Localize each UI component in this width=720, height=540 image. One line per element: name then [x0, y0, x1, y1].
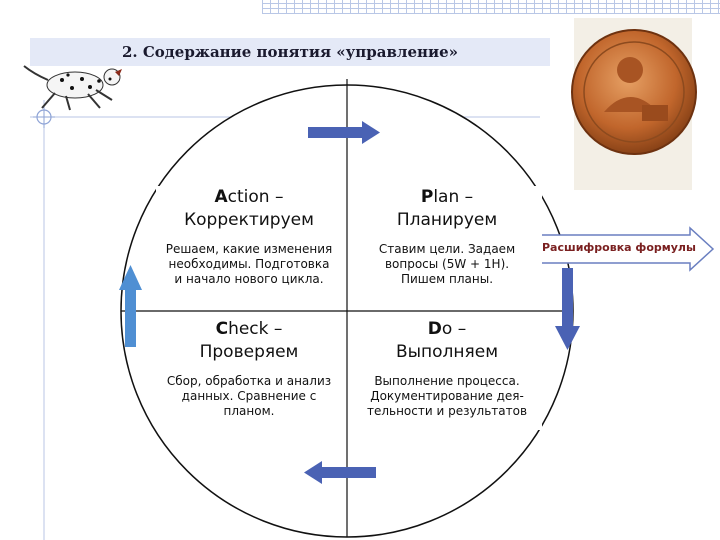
quadrant-letter: D: [427, 319, 442, 339]
quadrant-subtitle: Выполняем: [395, 342, 499, 362]
description-line: планом.: [223, 404, 275, 418]
arrow-up-icon: [119, 265, 142, 347]
deming-medal-icon: [571, 18, 697, 190]
quadrant-description: Сбор, обработка и анализ данных. Сравнен…: [156, 374, 342, 419]
quadrant-title: Check –: [156, 318, 342, 341]
top-grid-decoration: [262, 0, 720, 14]
quadrant-description: Ставим цели. Задаем вопросы (5W + 1H). П…: [352, 242, 542, 287]
running-dalmatian-icon: [23, 65, 122, 111]
crosshair-marker-icon: [33, 106, 55, 128]
arrow-right-icon: [308, 121, 380, 144]
quadrant-title: Action –: [156, 186, 342, 209]
quadrant-title-rest: heck –: [228, 319, 283, 339]
quadrant-subtitle: Планируем: [396, 210, 498, 230]
quadrant-description: Выполнение процесса. Документирование де…: [352, 374, 542, 419]
quadrant-plan: Plan – Планируем Ставим цели. Задаем воп…: [352, 186, 542, 300]
quadrant-title-rest: ction –: [227, 187, 284, 207]
quadrant-title-rest: lan –: [433, 187, 474, 207]
quadrant-title: Do –: [352, 318, 542, 341]
formula-link-arrow: [537, 226, 715, 272]
description-line: и начало нового цикла.: [174, 272, 324, 286]
quadrant-title-rest: o –: [441, 319, 467, 339]
arrow-down-icon: [555, 268, 580, 350]
description-line: необходимы. Подготовка: [168, 257, 330, 271]
description-line: данных. Сравнение с: [181, 389, 317, 403]
description-line: Документирование дея-: [370, 389, 524, 403]
arrow-left-icon: [304, 461, 376, 484]
formula-link-button[interactable]: Расшифровка формулы: [542, 241, 696, 254]
quadrant-title: Plan –: [352, 186, 542, 209]
quadrant-letter: P: [420, 187, 434, 207]
quadrant-letter: C: [215, 319, 229, 339]
description-line: Пишем планы.: [400, 272, 494, 286]
quadrant-do: Do – Выполняем Выполнение процесса. Доку…: [352, 318, 542, 430]
description-line: вопросы (5W + 1H).: [384, 257, 510, 271]
description-line: Выполнение процесса.: [374, 374, 520, 388]
quadrant-check: Check – Проверяем Сбор, обработка и анал…: [156, 318, 342, 430]
quadrant-subtitle: Корректируем: [184, 210, 314, 230]
quadrant-description: Решаем, какие изменения необходимы. Подг…: [156, 242, 342, 287]
quadrant-letter: A: [214, 187, 228, 207]
description-line: Сбор, обработка и анализ: [166, 374, 332, 388]
description-line: Ставим цели. Задаем: [378, 242, 516, 256]
description-line: тельности и результатов: [366, 404, 528, 418]
quadrant-subtitle: Проверяем: [199, 342, 299, 362]
page-title: 2. Содержание понятия «управление»: [121, 43, 459, 61]
quadrant-action: Action – Корректируем Решаем, какие изме…: [156, 186, 342, 300]
description-line: Решаем, какие изменения: [165, 242, 333, 256]
title-bar: 2. Содержание понятия «управление»: [30, 38, 550, 66]
